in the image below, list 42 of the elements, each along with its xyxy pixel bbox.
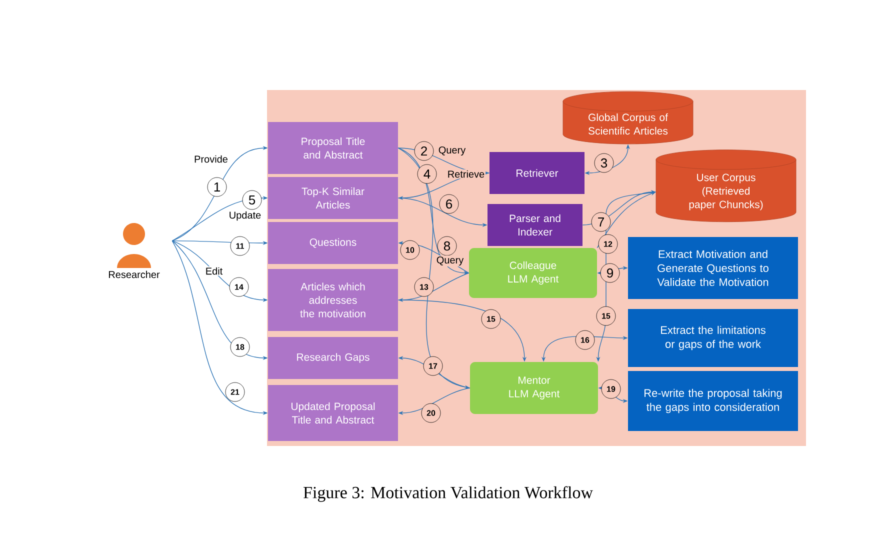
step-number: 16 [575,330,595,350]
process-box: Parser and Indexer [488,204,582,246]
step-number: 21 [225,382,245,402]
step-number: 20 [421,403,441,423]
step-number: 1 [207,177,227,197]
step-number: 8 [437,236,457,256]
process-box: Articles which addresses the motivation [268,269,398,331]
process-box: Top-K Similar Articles [268,177,398,219]
edge-word: Edit [204,266,224,276]
caption: Figure 3: Motivation Validation Workflow [304,486,593,502]
task-box: Extract the limitations or gaps of the work [628,309,798,367]
process-box: Research Gaps [268,337,398,379]
step-number: 19 [601,379,621,399]
step-number: 12 [598,234,618,254]
step-number: 2 [414,141,434,161]
step-number: 5 [242,190,262,210]
step-number: 15 [596,306,616,326]
process-box: Questions [268,222,398,264]
task-box: Re-write the proposal taking the gaps into consideration [628,371,798,431]
edge-word: Update [228,210,262,222]
step-number: 3 [594,153,614,173]
step-number: 17 [423,356,443,376]
agent-box: Colleague LLM Agent [469,248,597,298]
step-number: 7 [591,212,611,232]
process-box: Retriever [490,152,584,194]
step-number: 15 [481,309,501,329]
task-box: Extract Motivation and Generate Questions to Validate the Motivation [628,237,798,299]
edge-word: Provide [193,154,229,164]
database-cylinder: Global Corpus of Scientific Articles [562,91,694,144]
step-number: 11 [230,236,250,256]
step-number: 10 [400,240,420,260]
agent-box: Mentor LLM Agent [470,362,598,414]
person-label: Researcher [108,270,160,278]
step-number: 4 [417,164,437,184]
step-number: 13 [414,277,434,297]
process-box: Updated Proposal Title and Abstract [268,385,398,441]
step-number: 6 [439,194,459,214]
step-number: 14 [229,277,249,297]
step-number: 9 [600,263,620,283]
process-box: Proposal Title and Abstract [268,122,398,174]
step-number: 18 [230,337,250,357]
database-cylinder: User Corpus (Retrieved paper Chuncks) [656,150,796,222]
